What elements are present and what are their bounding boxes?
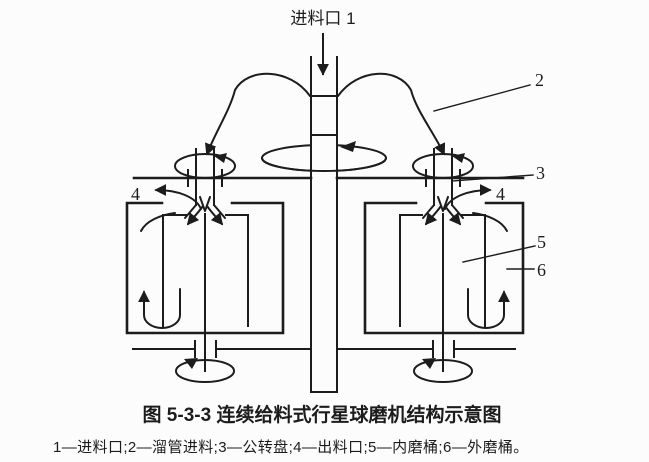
chute-arc-right bbox=[337, 72, 446, 156]
feed-inlet-label: 进料口 1 bbox=[290, 9, 355, 28]
right-mill-assembly bbox=[363, 148, 525, 372]
bottom-rotation-arrow-right-icon bbox=[422, 358, 436, 369]
discharge-channel-left bbox=[140, 212, 176, 232]
left-mill-assembly bbox=[125, 148, 285, 372]
spread-arrow-icon bbox=[206, 205, 224, 226]
discharge-arrow-left-icon bbox=[154, 184, 202, 210]
funnel-cone-left bbox=[199, 196, 211, 212]
figure-caption: 图 5-3-3 连续给料式行星球磨机结构示意图 bbox=[143, 403, 502, 426]
callout-5-label: 5 bbox=[537, 232, 546, 252]
callout-line-5 bbox=[462, 245, 536, 263]
feed-pipe bbox=[310, 56, 338, 393]
callout-4-right-label: 4 bbox=[496, 184, 505, 204]
flow-u-arrow-left-icon bbox=[138, 288, 181, 329]
discharge-arrow-right-icon bbox=[444, 184, 492, 210]
callout-3-label: 3 bbox=[536, 163, 545, 183]
funnel-cone-right bbox=[437, 196, 449, 212]
funnel-flare-right bbox=[422, 204, 435, 219]
planet-rotation-arrow-left-icon bbox=[214, 153, 227, 163]
figure-legend: 1—进料口;2—溜管进料;3—公转盘;4—出料口;5—内磨桶;6—外磨桶。 bbox=[53, 438, 529, 456]
flow-u-arrow-right-icon bbox=[467, 288, 510, 329]
funnel-flare-left bbox=[213, 204, 226, 219]
revolution-arrow-icon bbox=[340, 141, 356, 152]
bottom-rotation-arrow-left-icon bbox=[184, 358, 198, 369]
bottom-rotation-ellipse-left bbox=[175, 359, 235, 383]
callout-lines bbox=[433, 84, 536, 270]
callout-2-label: 2 bbox=[535, 70, 544, 90]
revolution-ellipse-front-arc bbox=[260, 156, 388, 172]
chute-arc-left bbox=[205, 72, 311, 156]
bottom-rotation-ellipse-right bbox=[413, 359, 473, 383]
bottom-frame bbox=[132, 340, 516, 383]
callout-line-2 bbox=[433, 84, 531, 112]
feed-pipe-body bbox=[310, 56, 338, 393]
planet-rotation-arrow-right-icon bbox=[452, 153, 465, 163]
spread-arrow-icon bbox=[424, 205, 442, 226]
callout-4-left-label: 4 bbox=[131, 184, 140, 204]
planet-rotation-ellipse-right bbox=[412, 153, 474, 179]
spread-arrow-icon bbox=[444, 205, 462, 226]
callout-line-3 bbox=[451, 174, 534, 182]
callout-6-label: 6 bbox=[537, 260, 546, 280]
spread-arrow-icon bbox=[186, 205, 204, 226]
discharge-channel-right bbox=[472, 212, 508, 232]
chute-feed-arcs bbox=[205, 72, 446, 156]
planet-rotation-ellipse-left bbox=[174, 153, 236, 179]
